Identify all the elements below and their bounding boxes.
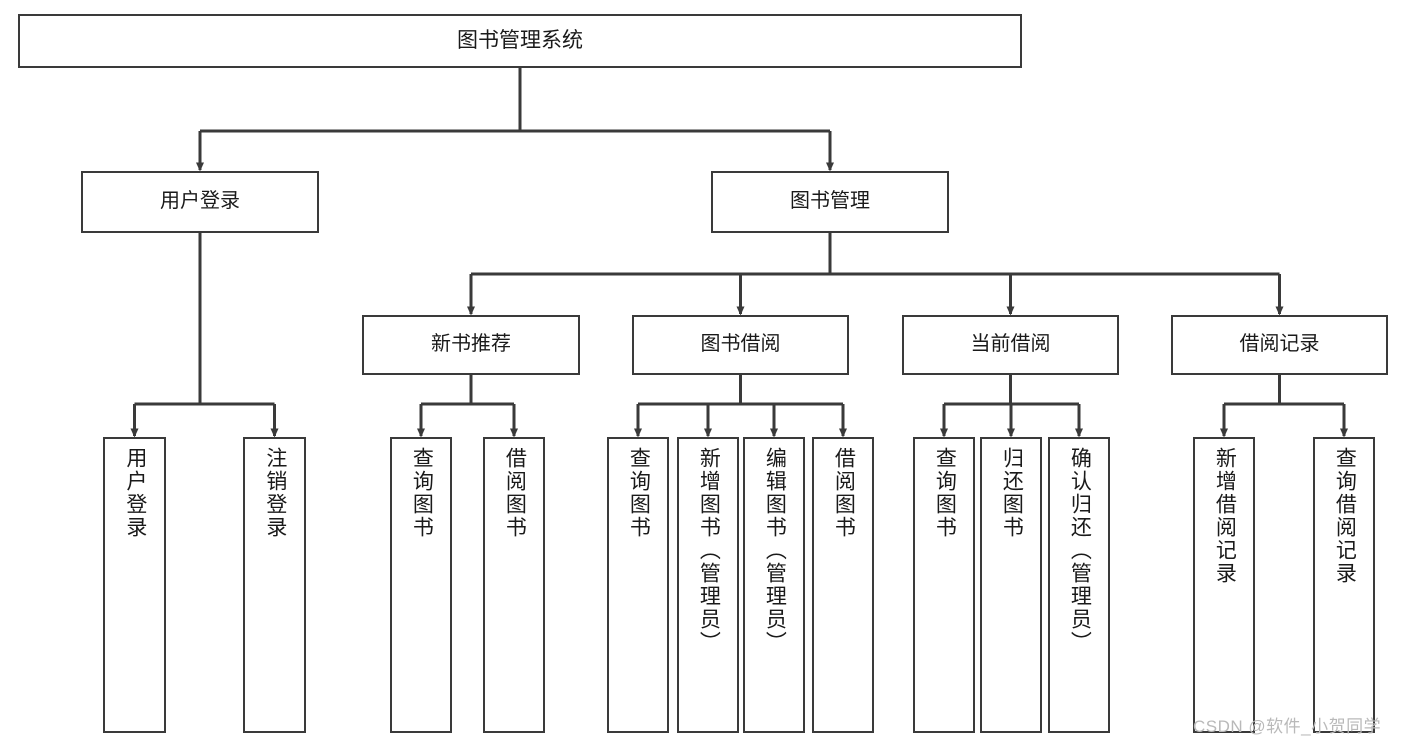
- leaf-borrow-book[interactable]: 借阅图书: [812, 437, 874, 733]
- node-root[interactable]: 图书管理系统: [18, 14, 1022, 68]
- leaf-label: 新增图书（管理员）: [697, 447, 721, 654]
- node-book-manage[interactable]: 图书管理: [711, 171, 949, 233]
- leaf-label: 查询图书: [933, 447, 957, 539]
- leaf-borrow-book-recommend[interactable]: 借阅图书: [483, 437, 545, 733]
- leaf-label: 查询图书: [410, 447, 434, 539]
- leaf-query-borrow-record[interactable]: 查询借阅记录: [1313, 437, 1375, 733]
- leaf-user-login[interactable]: 用户登录: [103, 437, 166, 733]
- leaf-label: 新增借阅记录: [1213, 447, 1237, 585]
- leaf-return-book[interactable]: 归还图书: [980, 437, 1042, 733]
- leaf-confirm-return-admin[interactable]: 确认归还（管理员）: [1048, 437, 1110, 733]
- leaf-label: 借阅图书: [503, 447, 527, 539]
- node-book-borrow[interactable]: 图书借阅: [632, 315, 849, 375]
- leaf-label: 查询图书: [627, 447, 651, 539]
- leaf-label: 注销登录: [263, 447, 287, 539]
- node-new-book-recommend[interactable]: 新书推荐: [362, 315, 580, 375]
- leaf-label: 用户登录: [123, 447, 147, 539]
- leaf-add-book-admin[interactable]: 新增图书（管理员）: [677, 437, 739, 733]
- leaf-query-book-current[interactable]: 查询图书: [913, 437, 975, 733]
- leaf-label: 借阅图书: [832, 447, 856, 539]
- leaf-label: 确认归还（管理员）: [1068, 447, 1092, 654]
- leaf-edit-book-admin[interactable]: 编辑图书（管理员）: [743, 437, 805, 733]
- leaf-label: 归还图书: [1000, 447, 1024, 539]
- leaf-label: 编辑图书（管理员）: [763, 447, 787, 654]
- leaf-logout-login[interactable]: 注销登录: [243, 437, 306, 733]
- leaf-add-borrow-record[interactable]: 新增借阅记录: [1193, 437, 1255, 733]
- node-user-login[interactable]: 用户登录: [81, 171, 319, 233]
- leaf-query-book-recommend[interactable]: 查询图书: [390, 437, 452, 733]
- node-borrow-record[interactable]: 借阅记录: [1171, 315, 1388, 375]
- leaf-label: 查询借阅记录: [1333, 447, 1357, 585]
- node-current-borrow[interactable]: 当前借阅: [902, 315, 1119, 375]
- leaf-query-book-borrow[interactable]: 查询图书: [607, 437, 669, 733]
